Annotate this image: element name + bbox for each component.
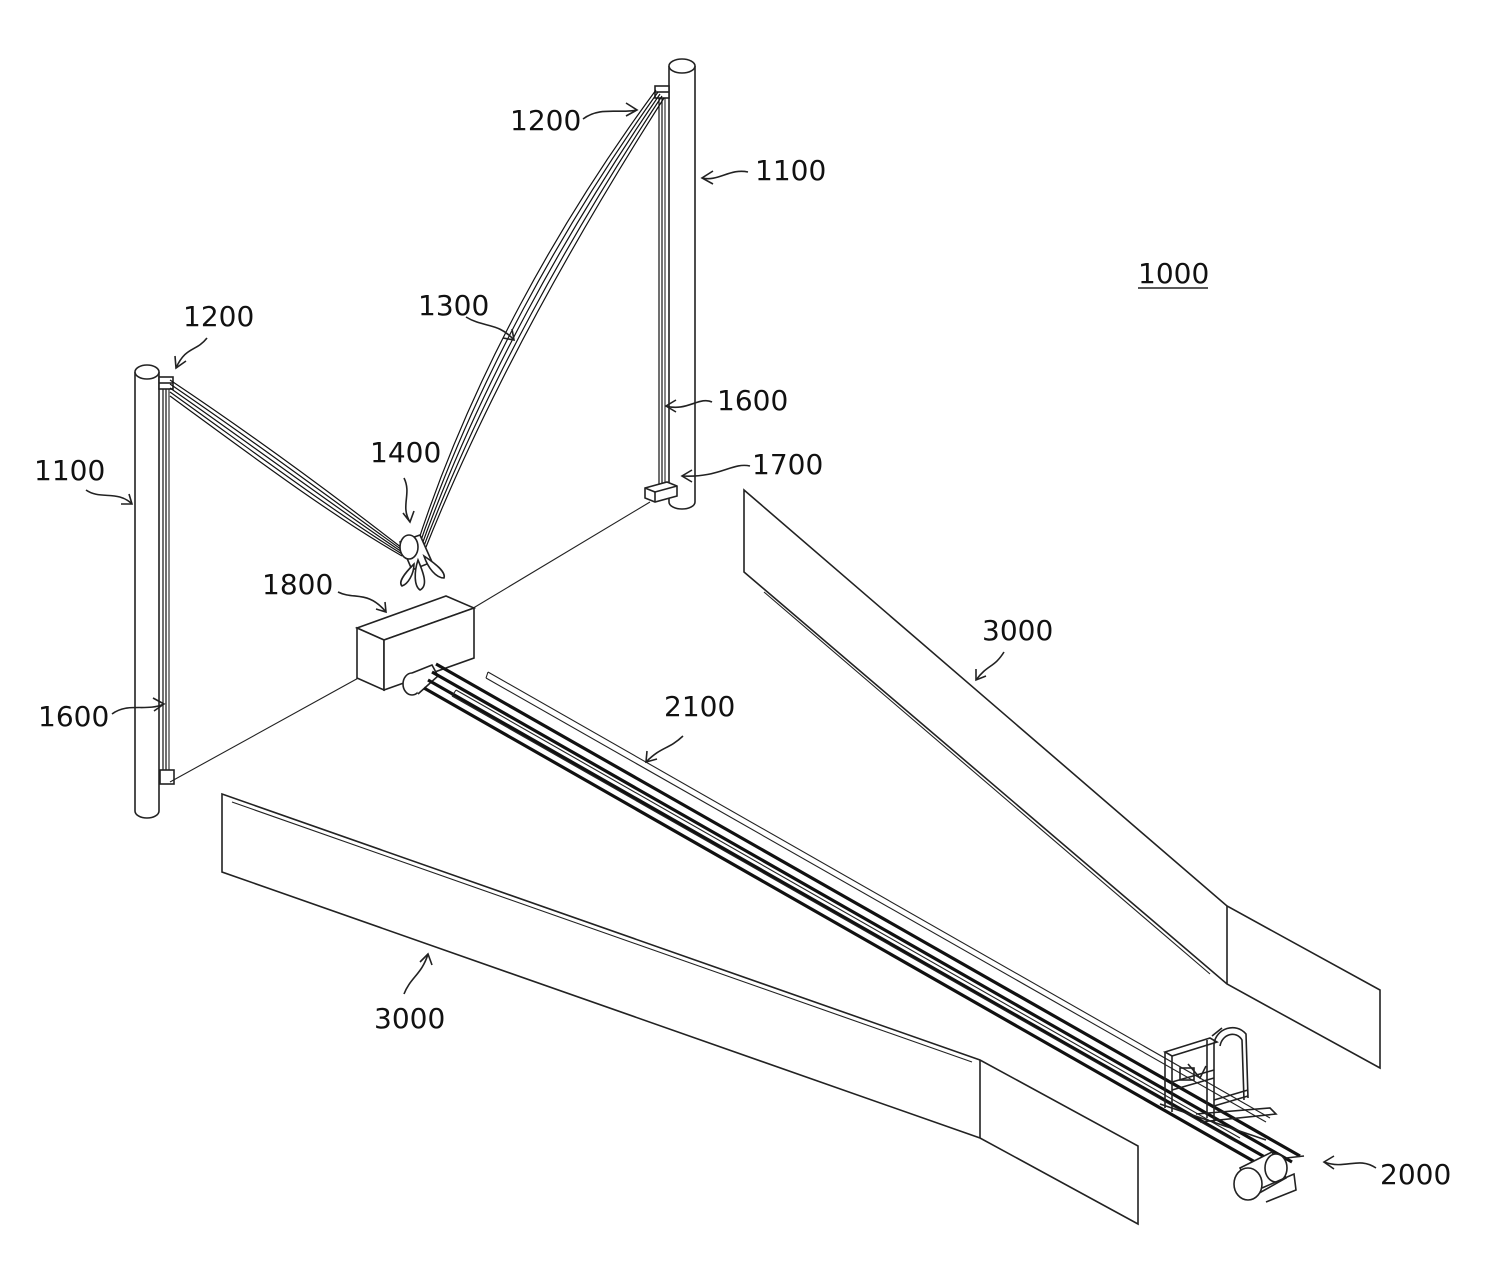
anchor-block-right [644,481,678,503]
label-carrier: 1400 [370,436,441,469]
label-rail-track: 2100 [664,690,735,723]
label-anchor: 1700 [752,448,823,481]
label-pulley-right: 1200 [510,104,581,137]
label-pillar-left: 1100 [34,454,105,487]
rail-track [423,662,1301,1176]
wall-left [221,792,1139,1226]
tether-line-left [169,675,363,783]
label-drive-unit: 2000 [1380,1158,1451,1191]
cable-bundle [169,89,665,557]
pillar-left [134,364,160,819]
label-wall-left: 3000 [374,1002,445,1035]
label-guide-right: 1600 [717,384,788,417]
label-control-box: 1800 [262,568,333,601]
control-box [354,595,477,696]
drive-motor [1233,1150,1305,1203]
pulley-left [158,376,174,390]
label-guide-left: 1600 [38,700,109,733]
wall-right [743,488,1381,1070]
anchor-block-left [159,769,175,785]
leader-arrows [85,102,1377,1170]
guide-wire-left [162,382,170,776]
tether-line-right [469,501,651,611]
drive-unit [1159,1026,1305,1203]
label-pulley-left: 1200 [183,300,254,333]
label-wall-right: 3000 [982,614,1053,647]
guide-wire-right [658,92,666,486]
label-system: 1000 [1138,257,1209,290]
pillar-right [668,58,696,510]
label-pillar-right: 1100 [755,154,826,187]
label-cable: 1300 [418,289,489,322]
carrier-propeller [398,534,446,591]
